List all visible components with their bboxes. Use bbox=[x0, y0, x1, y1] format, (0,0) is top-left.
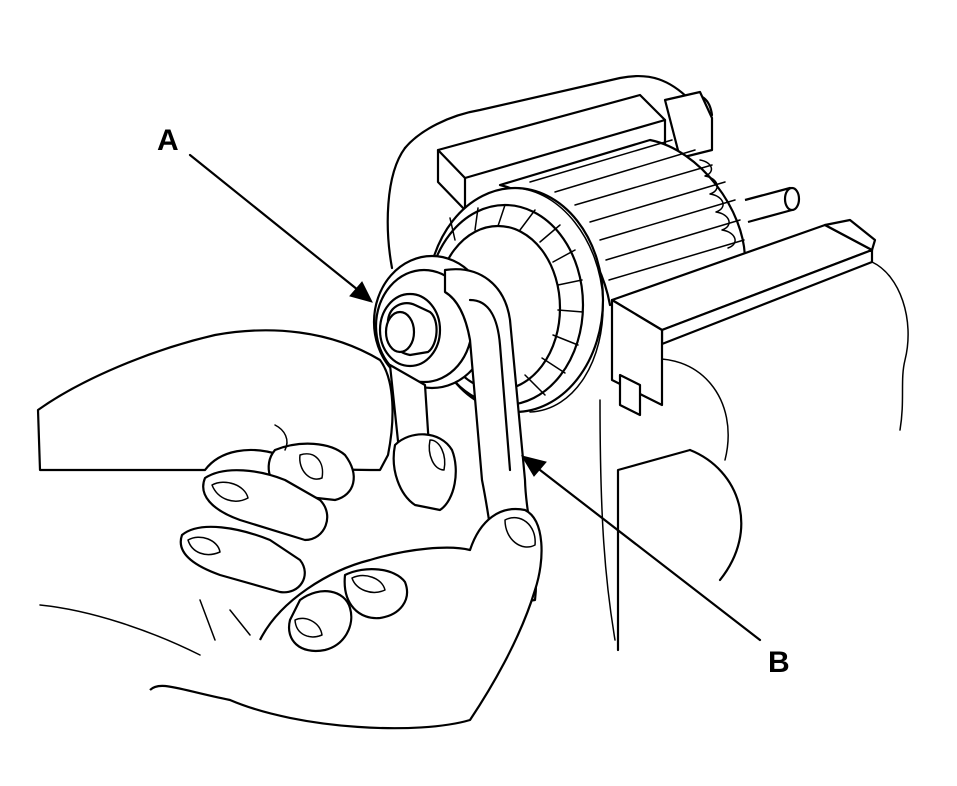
lower-brush-holder bbox=[610, 218, 909, 431]
hand bbox=[36, 329, 543, 730]
upper-brush-holder bbox=[436, 90, 714, 212]
callout-a: A bbox=[157, 124, 373, 303]
callout-b: B bbox=[520, 455, 790, 679]
armature-shaft bbox=[744, 186, 801, 224]
armature-core bbox=[498, 138, 747, 307]
label-a: A bbox=[157, 124, 179, 157]
label-b: B bbox=[768, 646, 790, 679]
